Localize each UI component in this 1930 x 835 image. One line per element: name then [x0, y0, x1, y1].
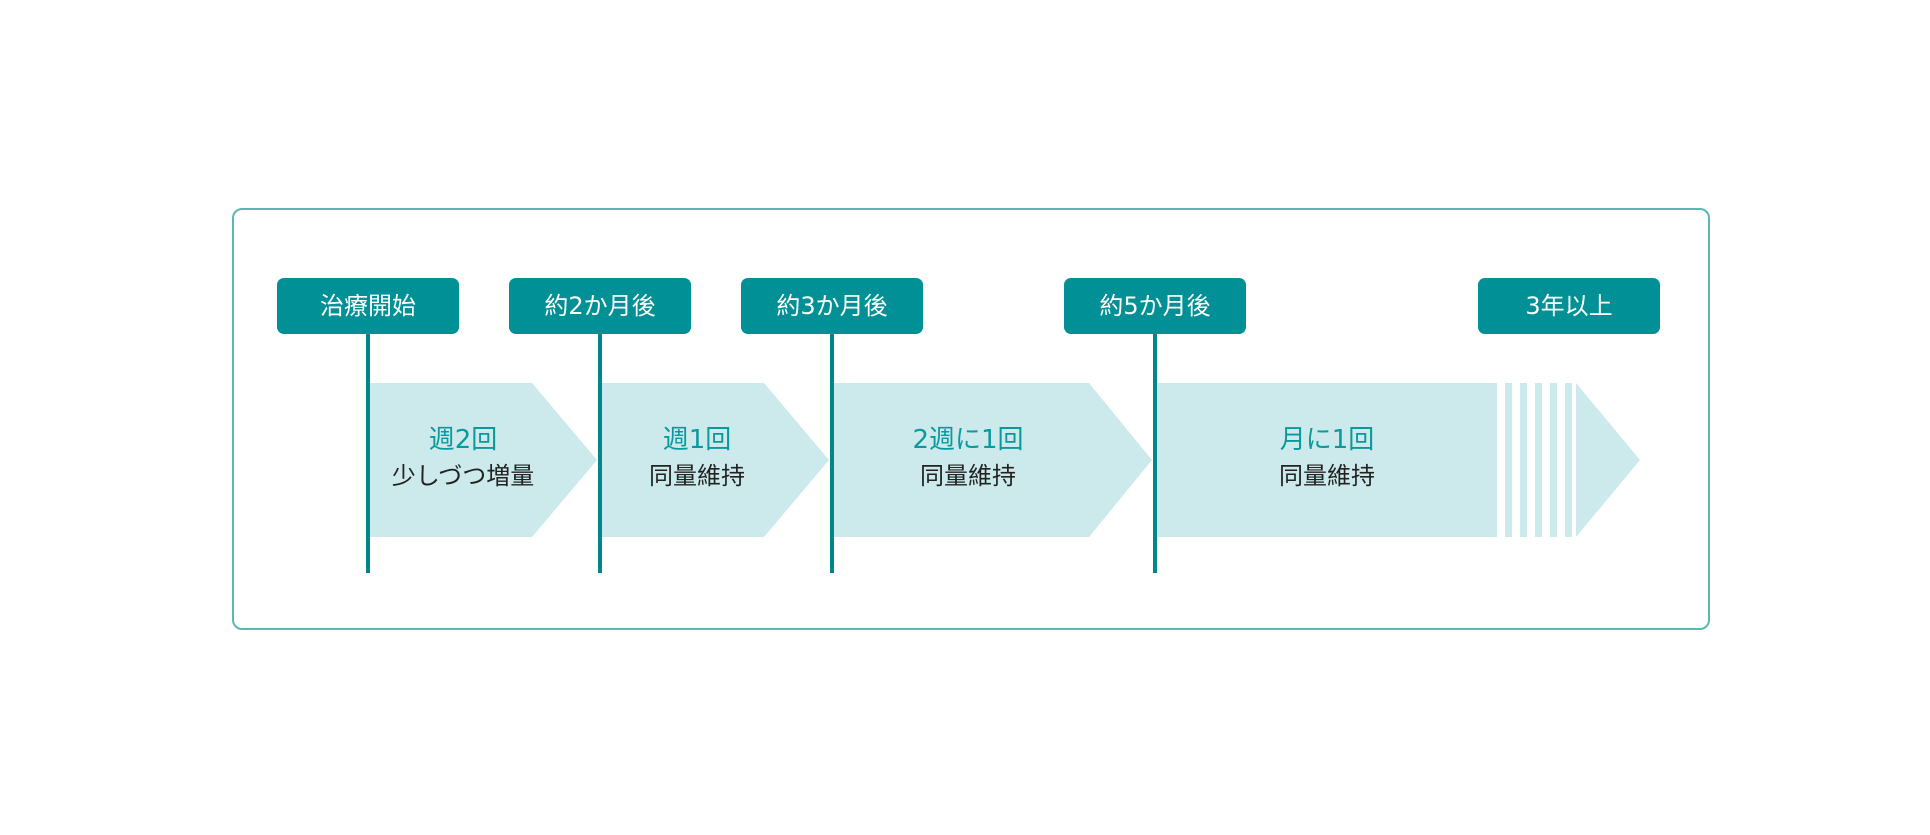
- phase-arrow-2: [600, 383, 829, 537]
- phase-text-1: 週2回 少しづつ増量: [370, 422, 556, 494]
- milestone-label-2: 約2か月後: [509, 278, 691, 334]
- phase-text-2: 週1回 同量維持: [602, 422, 792, 494]
- milestone-line-3: [830, 334, 834, 573]
- continuation-stripe-4: [1550, 383, 1557, 537]
- phase-bar-4: [1155, 383, 1497, 537]
- continuation-stripe-3: [1535, 383, 1542, 537]
- milestone-label-4: 約5か月後: [1064, 278, 1246, 334]
- phase-description: 同量維持: [649, 462, 745, 490]
- milestone-label-5: 3年以上: [1478, 278, 1660, 334]
- phase-text-3: 2週に1回 同量維持: [834, 422, 1102, 494]
- milestone-label-1: 治療開始: [277, 278, 459, 334]
- phase-arrow-3: [832, 383, 1152, 537]
- phase-text-4: 月に1回 同量維持: [1157, 422, 1497, 494]
- milestone-label-3: 約3か月後: [741, 278, 923, 334]
- phase-frequency: 月に1回: [1279, 425, 1375, 455]
- phase-arrow-1: [368, 383, 597, 537]
- phase-frequency: 週2回: [428, 425, 498, 455]
- phase-arrow-head-final: [1576, 383, 1640, 537]
- continuation-stripe-5: [1565, 383, 1572, 537]
- milestone-line-2: [598, 334, 602, 573]
- milestone-line-4: [1153, 334, 1157, 573]
- phase-description: 同量維持: [1279, 462, 1375, 490]
- phase-description: 同量維持: [920, 462, 1016, 490]
- phase-frequency: 週1回: [662, 425, 732, 455]
- timeline-frame: [232, 208, 1710, 630]
- continuation-stripe-2: [1520, 383, 1527, 537]
- phase-description: 少しづつ増量: [391, 462, 535, 490]
- milestone-line-1: [366, 334, 370, 573]
- phase-frequency: 2週に1回: [912, 425, 1024, 455]
- continuation-stripe-1: [1505, 383, 1512, 537]
